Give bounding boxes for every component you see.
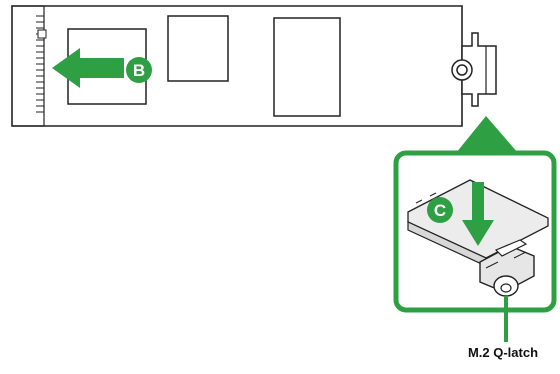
chip-3 (273, 17, 341, 117)
step-c-badge (427, 197, 453, 223)
step-b-badge (126, 57, 152, 83)
step-c-label: C (434, 201, 446, 220)
callout-pointer (456, 116, 518, 153)
standoff-icon (451, 32, 497, 107)
card-key-notch (37, 29, 47, 39)
card-connector-edge (12, 5, 45, 127)
down-arrow-icon (462, 182, 494, 246)
q-latch-caption: M.2 Q-latch (467, 345, 539, 360)
zoomed-latch (479, 239, 535, 297)
connector-pins (36, 15, 44, 113)
step-b-label: B (133, 61, 145, 80)
chip-2 (167, 15, 229, 82)
left-arrow-icon (52, 48, 124, 88)
